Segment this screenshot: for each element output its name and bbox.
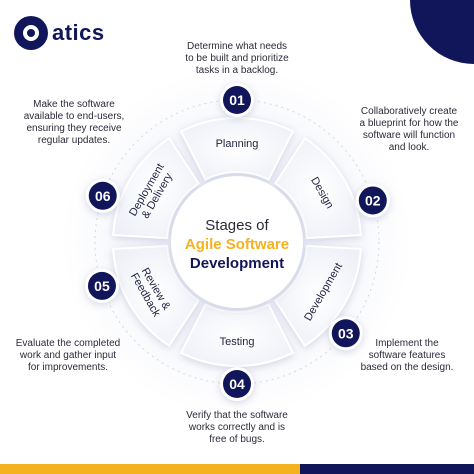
- stage-badge-05: [87, 271, 116, 300]
- stage-number-03: 03: [338, 325, 354, 341]
- stage-segment-02: [273, 136, 362, 240]
- stage-segment-01: [179, 117, 295, 181]
- stage-number-02: 02: [365, 192, 381, 208]
- stage-04-description: Verify that the software works correctly…: [186, 410, 288, 445]
- stage-label-01: Planning: [216, 138, 259, 150]
- stage-badge-03: [331, 319, 360, 348]
- logo: atics: [14, 16, 105, 50]
- stage-segment-05: [112, 244, 201, 348]
- stage-badge-02: [358, 186, 387, 215]
- stage-badge-04: [223, 370, 251, 398]
- center-line-1: Stages of: [205, 217, 269, 234]
- stage-segment-03: [273, 244, 362, 348]
- stage-number-05: 05: [94, 278, 110, 294]
- bottom-accent-bar: [0, 464, 300, 474]
- stage-05-description: Evaluate the completed work and gather i…: [15, 338, 121, 373]
- stage-01-description: Determine what needs to be built and pri…: [185, 41, 289, 76]
- stage-label-04: Testing: [220, 336, 255, 348]
- stage-badge-06: [88, 181, 117, 210]
- stage-number-04: 04: [229, 376, 245, 392]
- center-line-3: Development: [190, 255, 284, 272]
- stage-number-01: 01: [229, 92, 245, 108]
- stage-segment-04: [179, 303, 295, 367]
- bottom-navy-bar: [300, 464, 474, 474]
- center-line-2: Agile Software: [185, 236, 289, 253]
- stage-segment-06: [112, 136, 201, 240]
- stage-02-description: Collaboratively create a blueprint for h…: [359, 106, 459, 153]
- stage-03-description: Implement the software features based on…: [360, 338, 454, 373]
- stage-number-06: 06: [95, 188, 111, 204]
- stage-06-description: Make the software available to end-users…: [23, 99, 125, 146]
- logo-mark-icon: [14, 16, 48, 50]
- corner-circle-decoration: [410, 0, 474, 64]
- logo-text: atics: [52, 20, 105, 45]
- center-circle: [171, 176, 303, 308]
- stage-badge-01: [223, 86, 251, 114]
